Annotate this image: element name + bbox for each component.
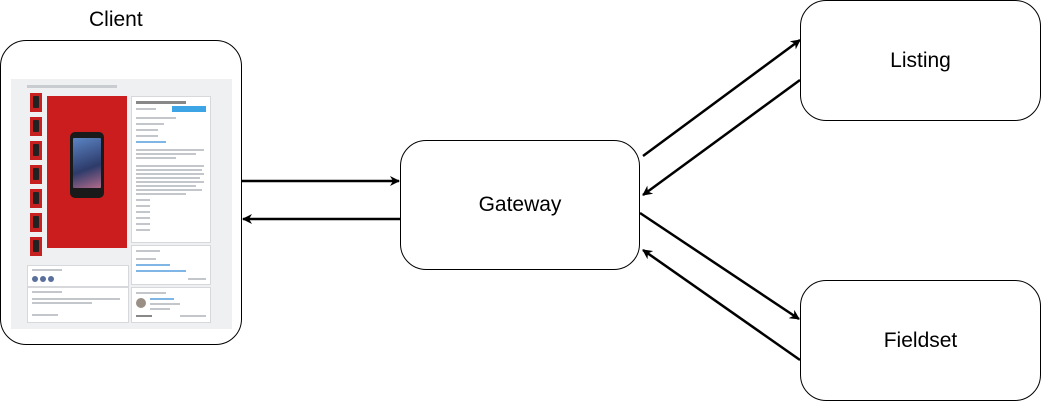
thumbnail-mock — [30, 117, 42, 136]
gateway-node: Gateway — [400, 140, 640, 270]
details-panel-mock — [131, 96, 211, 243]
client-screenshot — [11, 79, 232, 329]
gateway-label: Gateway — [478, 193, 562, 216]
listing-label: Listing — [890, 48, 951, 72]
breadcrumb-mock — [27, 85, 117, 88]
arrow-listing-to-gateway — [642, 78, 801, 197]
thumbnail-mock — [30, 141, 42, 160]
listing-node: Listing — [800, 0, 1041, 121]
seller-panel-mock — [131, 287, 211, 323]
product-image-mock — [47, 96, 127, 248]
share-panel-mock — [27, 265, 129, 287]
client-label: Client — [89, 8, 143, 31]
fieldset-label: Fieldset — [883, 328, 958, 352]
thumbnail-mock — [30, 93, 42, 112]
thumbnail-mock — [30, 189, 42, 208]
arrow-gateway-to-fieldset — [639, 211, 800, 321]
thumbnail-mock — [30, 165, 42, 184]
thumbnail-mock — [30, 237, 42, 256]
thumbnail-mock — [30, 213, 42, 232]
comments-panel-mock — [27, 287, 129, 323]
arrow-gateway-to-listing — [642, 38, 801, 158]
location-panel-mock — [131, 245, 211, 285]
phone-image — [70, 132, 104, 198]
arrow-fieldset-to-gateway — [642, 248, 801, 362]
